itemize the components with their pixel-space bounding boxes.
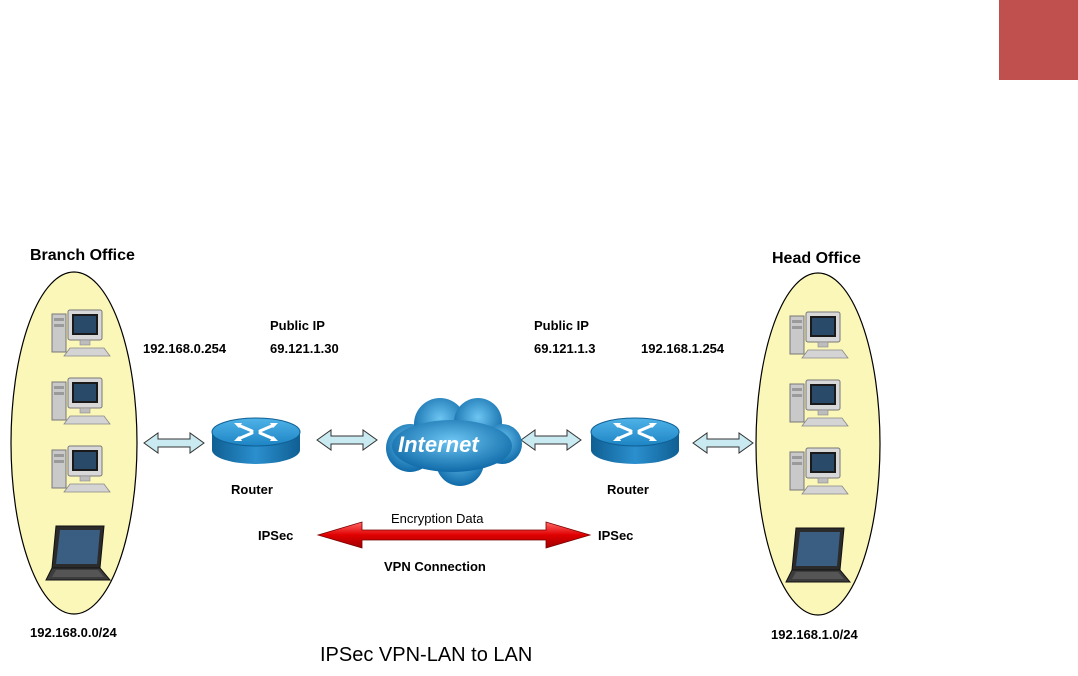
branch-ipsec-label: IPSec (258, 528, 293, 544)
branch-pc-2-icon (52, 378, 110, 424)
branch-lan-arrow (144, 433, 204, 453)
branch-pc-1-icon (52, 310, 110, 356)
diagram-caption: IPSec VPN-LAN to LAN (320, 644, 532, 667)
encryption-data-label: Encryption Data (391, 511, 484, 527)
branch-pc-3-icon (52, 446, 110, 492)
head-pc-2-icon (790, 380, 848, 426)
head-public-ip: 69.121.1.3 (534, 341, 595, 357)
head-lan-arrow (693, 433, 753, 453)
head-pc-3-icon (790, 448, 848, 494)
branch-office-title: Branch Office (30, 248, 135, 264)
head-office-title: Head Office (772, 251, 861, 267)
head-router-icon (591, 418, 679, 464)
branch-laptop-icon (46, 526, 110, 580)
head-laptop-icon (786, 528, 850, 582)
branch-public-ip: 69.121.1.30 (270, 341, 339, 357)
internet-head-arrow (521, 430, 581, 450)
branch-lan-gateway: 192.168.0.254 (143, 341, 226, 357)
head-ipsec-label: IPSec (598, 528, 633, 544)
vpn-connection-label: VPN Connection (384, 559, 486, 575)
branch-router-icon (212, 418, 300, 464)
head-public-ip-label: Public IP (534, 318, 589, 334)
head-subnet: 192.168.1.0/24 (771, 627, 858, 643)
branch-router-label: Router (231, 482, 273, 498)
head-lan-gateway: 192.168.1.254 (641, 341, 724, 357)
branch-internet-arrow (317, 430, 377, 450)
head-pc-1-icon (790, 312, 848, 358)
branch-public-ip-label: Public IP (270, 318, 325, 334)
branch-subnet: 192.168.0.0/24 (30, 625, 117, 641)
internet-label: Internet (398, 432, 479, 458)
head-router-label: Router (607, 482, 649, 498)
